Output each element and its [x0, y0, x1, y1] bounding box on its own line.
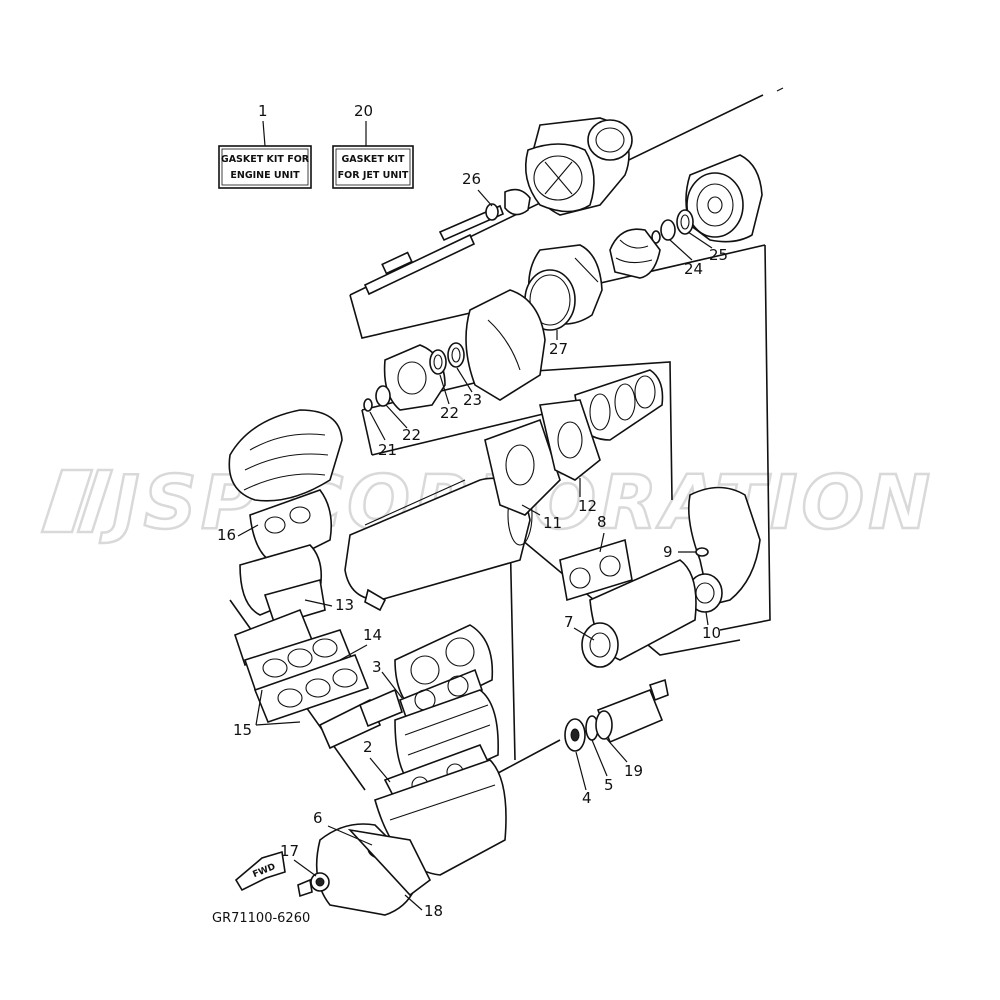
- callout-12: 12: [578, 497, 597, 515]
- callout-15: 15: [233, 721, 252, 739]
- drive-shaft: [363, 188, 531, 296]
- intake-duct: [465, 289, 546, 401]
- callout-9: 9: [663, 543, 673, 561]
- callout-1: 1: [258, 102, 268, 120]
- gasket-11: [484, 418, 561, 516]
- impeller: [609, 228, 661, 279]
- kit-box-jet: 20 GASKET KIT FOR JET UNIT: [332, 102, 414, 189]
- coupler-assembly: [564, 678, 669, 752]
- callout-25: 25: [709, 246, 728, 264]
- callout-11: 11: [543, 514, 562, 532]
- exhaust-manifold: [581, 559, 697, 668]
- flywheel-cover: [315, 823, 432, 916]
- gasket-12: [539, 399, 601, 481]
- reed-valve-stack: [233, 608, 403, 750]
- callout-23: 23: [463, 391, 482, 409]
- callout-21: 21: [378, 441, 397, 459]
- fwd-arrow-icon: FWD: [234, 850, 286, 892]
- kit-jet-line1: GASKET KIT: [341, 154, 405, 165]
- callout-20: 20: [354, 102, 373, 120]
- callout-14: 14: [363, 626, 382, 644]
- jet-rear-housing: [685, 154, 763, 243]
- callout-7: 7: [564, 613, 574, 631]
- kit-box-engine: 1 GASKET KIT FOR ENGINE UNIT: [218, 102, 312, 189]
- callout-22a: 22: [440, 404, 459, 422]
- callout-18: 18: [424, 902, 443, 920]
- seal-rings-24-25: [651, 209, 694, 244]
- callout-8: 8: [597, 513, 607, 531]
- callout-24: 24: [684, 260, 703, 278]
- callout-19: 19: [624, 762, 643, 780]
- kit-jet-line2: FOR JET UNIT: [338, 170, 409, 181]
- callout-13: 13: [335, 596, 354, 614]
- exhaust-elbow: [687, 486, 761, 613]
- callout-27: 27: [549, 340, 568, 358]
- water-box: [228, 409, 343, 502]
- callout-17: 17: [280, 842, 299, 860]
- callout-16: 16: [217, 526, 236, 544]
- callout-10: 10: [702, 624, 721, 642]
- callout-26: 26: [462, 170, 481, 188]
- callout-5: 5: [604, 776, 614, 794]
- kit-engine-line2: ENGINE UNIT: [230, 170, 300, 181]
- head-gasket-3: [398, 668, 484, 722]
- callout-3: 3: [372, 658, 382, 676]
- corner-mark: [776, 87, 784, 92]
- callout-22b: 22: [402, 426, 421, 444]
- jet-pump-housing: [524, 117, 633, 216]
- callout-4: 4: [582, 789, 592, 807]
- kit-engine-line1: GASKET KIT FOR: [221, 154, 310, 165]
- gasket-8: [559, 538, 633, 602]
- bearing-housing: [363, 342, 465, 412]
- drawing-code: GR71100-6260: [212, 911, 310, 926]
- callout-6: 6: [313, 809, 323, 827]
- callout-2: 2: [363, 738, 373, 756]
- carburetor-assembly: [239, 489, 333, 626]
- grommet-17: [297, 872, 330, 898]
